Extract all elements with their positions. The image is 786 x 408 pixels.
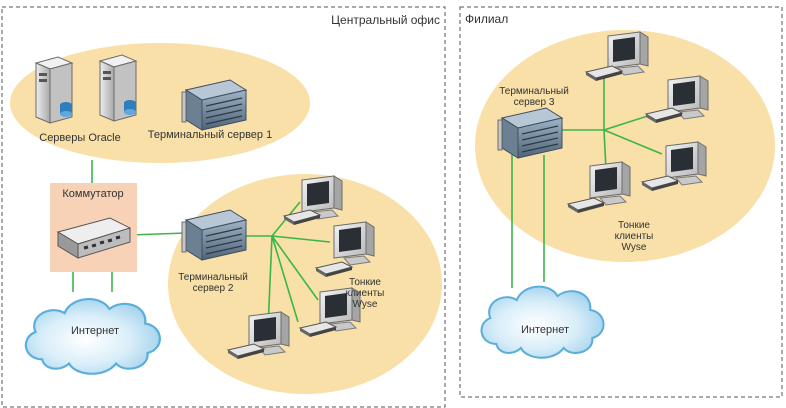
terminal-server-3-label-line2: сервер 3 — [514, 97, 555, 108]
network-links — [72, 78, 663, 329]
internet-cloud-icon — [480, 285, 605, 359]
central-office-label: Центральный офис — [331, 13, 440, 27]
terminal-server-1-label: Терминальный сервер 1 — [148, 129, 272, 141]
oracle-server-icon — [35, 56, 73, 124]
terminal-server-2-label-line2: сервер 2 — [193, 283, 234, 294]
oracle-server-icon — [99, 54, 137, 122]
branch-thin-clients-line1: Тонкие — [618, 220, 650, 231]
switch-label: Коммутатор — [62, 188, 123, 200]
server-zone-ellipse — [10, 43, 310, 163]
internet-label-central: Интернет — [71, 325, 119, 337]
terminal-server-2-icon — [181, 209, 247, 261]
branch-label: Филиал — [465, 12, 508, 26]
thin-clients-label-line1: Тонкие — [349, 277, 381, 288]
branch-thin-clients-line3: Wyse — [622, 242, 647, 253]
thin-clients-label-line2: клиенты — [346, 288, 385, 299]
branch-zone: Филиал — [459, 6, 783, 398]
branch-thin-clients-line2: клиенты — [615, 231, 654, 242]
oracle-servers-label: Серверы Oracle — [39, 132, 121, 144]
terminal-server-3-label-line1: Терминальный — [499, 86, 569, 97]
central-office-zone: Центральный офис — [1, 6, 446, 408]
thin-clients-label-line3: Wyse — [353, 299, 378, 310]
internet-label-branch: Интернет — [521, 324, 569, 336]
terminal-server-2-label-line1: Терминальный — [178, 272, 248, 283]
